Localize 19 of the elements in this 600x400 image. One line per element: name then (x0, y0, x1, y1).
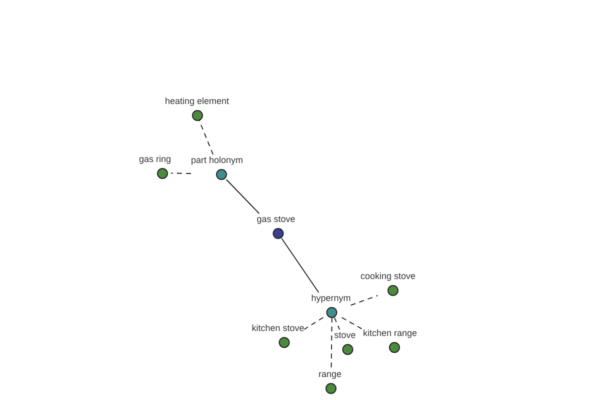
node-label: kitchen range (362, 328, 418, 338)
dashed-line (330, 317, 332, 369)
dashed-line (170, 172, 192, 174)
node-label: heating element (164, 96, 230, 106)
node-label: kitchen stove (252, 322, 304, 334)
node-label: gas stove (256, 214, 296, 224)
node-label: gas ring (138, 154, 172, 164)
dashed-line (334, 317, 340, 330)
dashed-line (350, 295, 378, 306)
node-label: stove (334, 330, 356, 340)
dashed-line (304, 317, 324, 330)
node-label: part holonym (190, 154, 244, 166)
node-label: hypernym (311, 292, 351, 304)
line (226, 179, 260, 214)
node-label: cooking stove (360, 270, 416, 282)
node-label: range (318, 368, 342, 380)
dashed-line (341, 317, 364, 330)
dashed-line (198, 120, 214, 155)
line (281, 238, 320, 293)
